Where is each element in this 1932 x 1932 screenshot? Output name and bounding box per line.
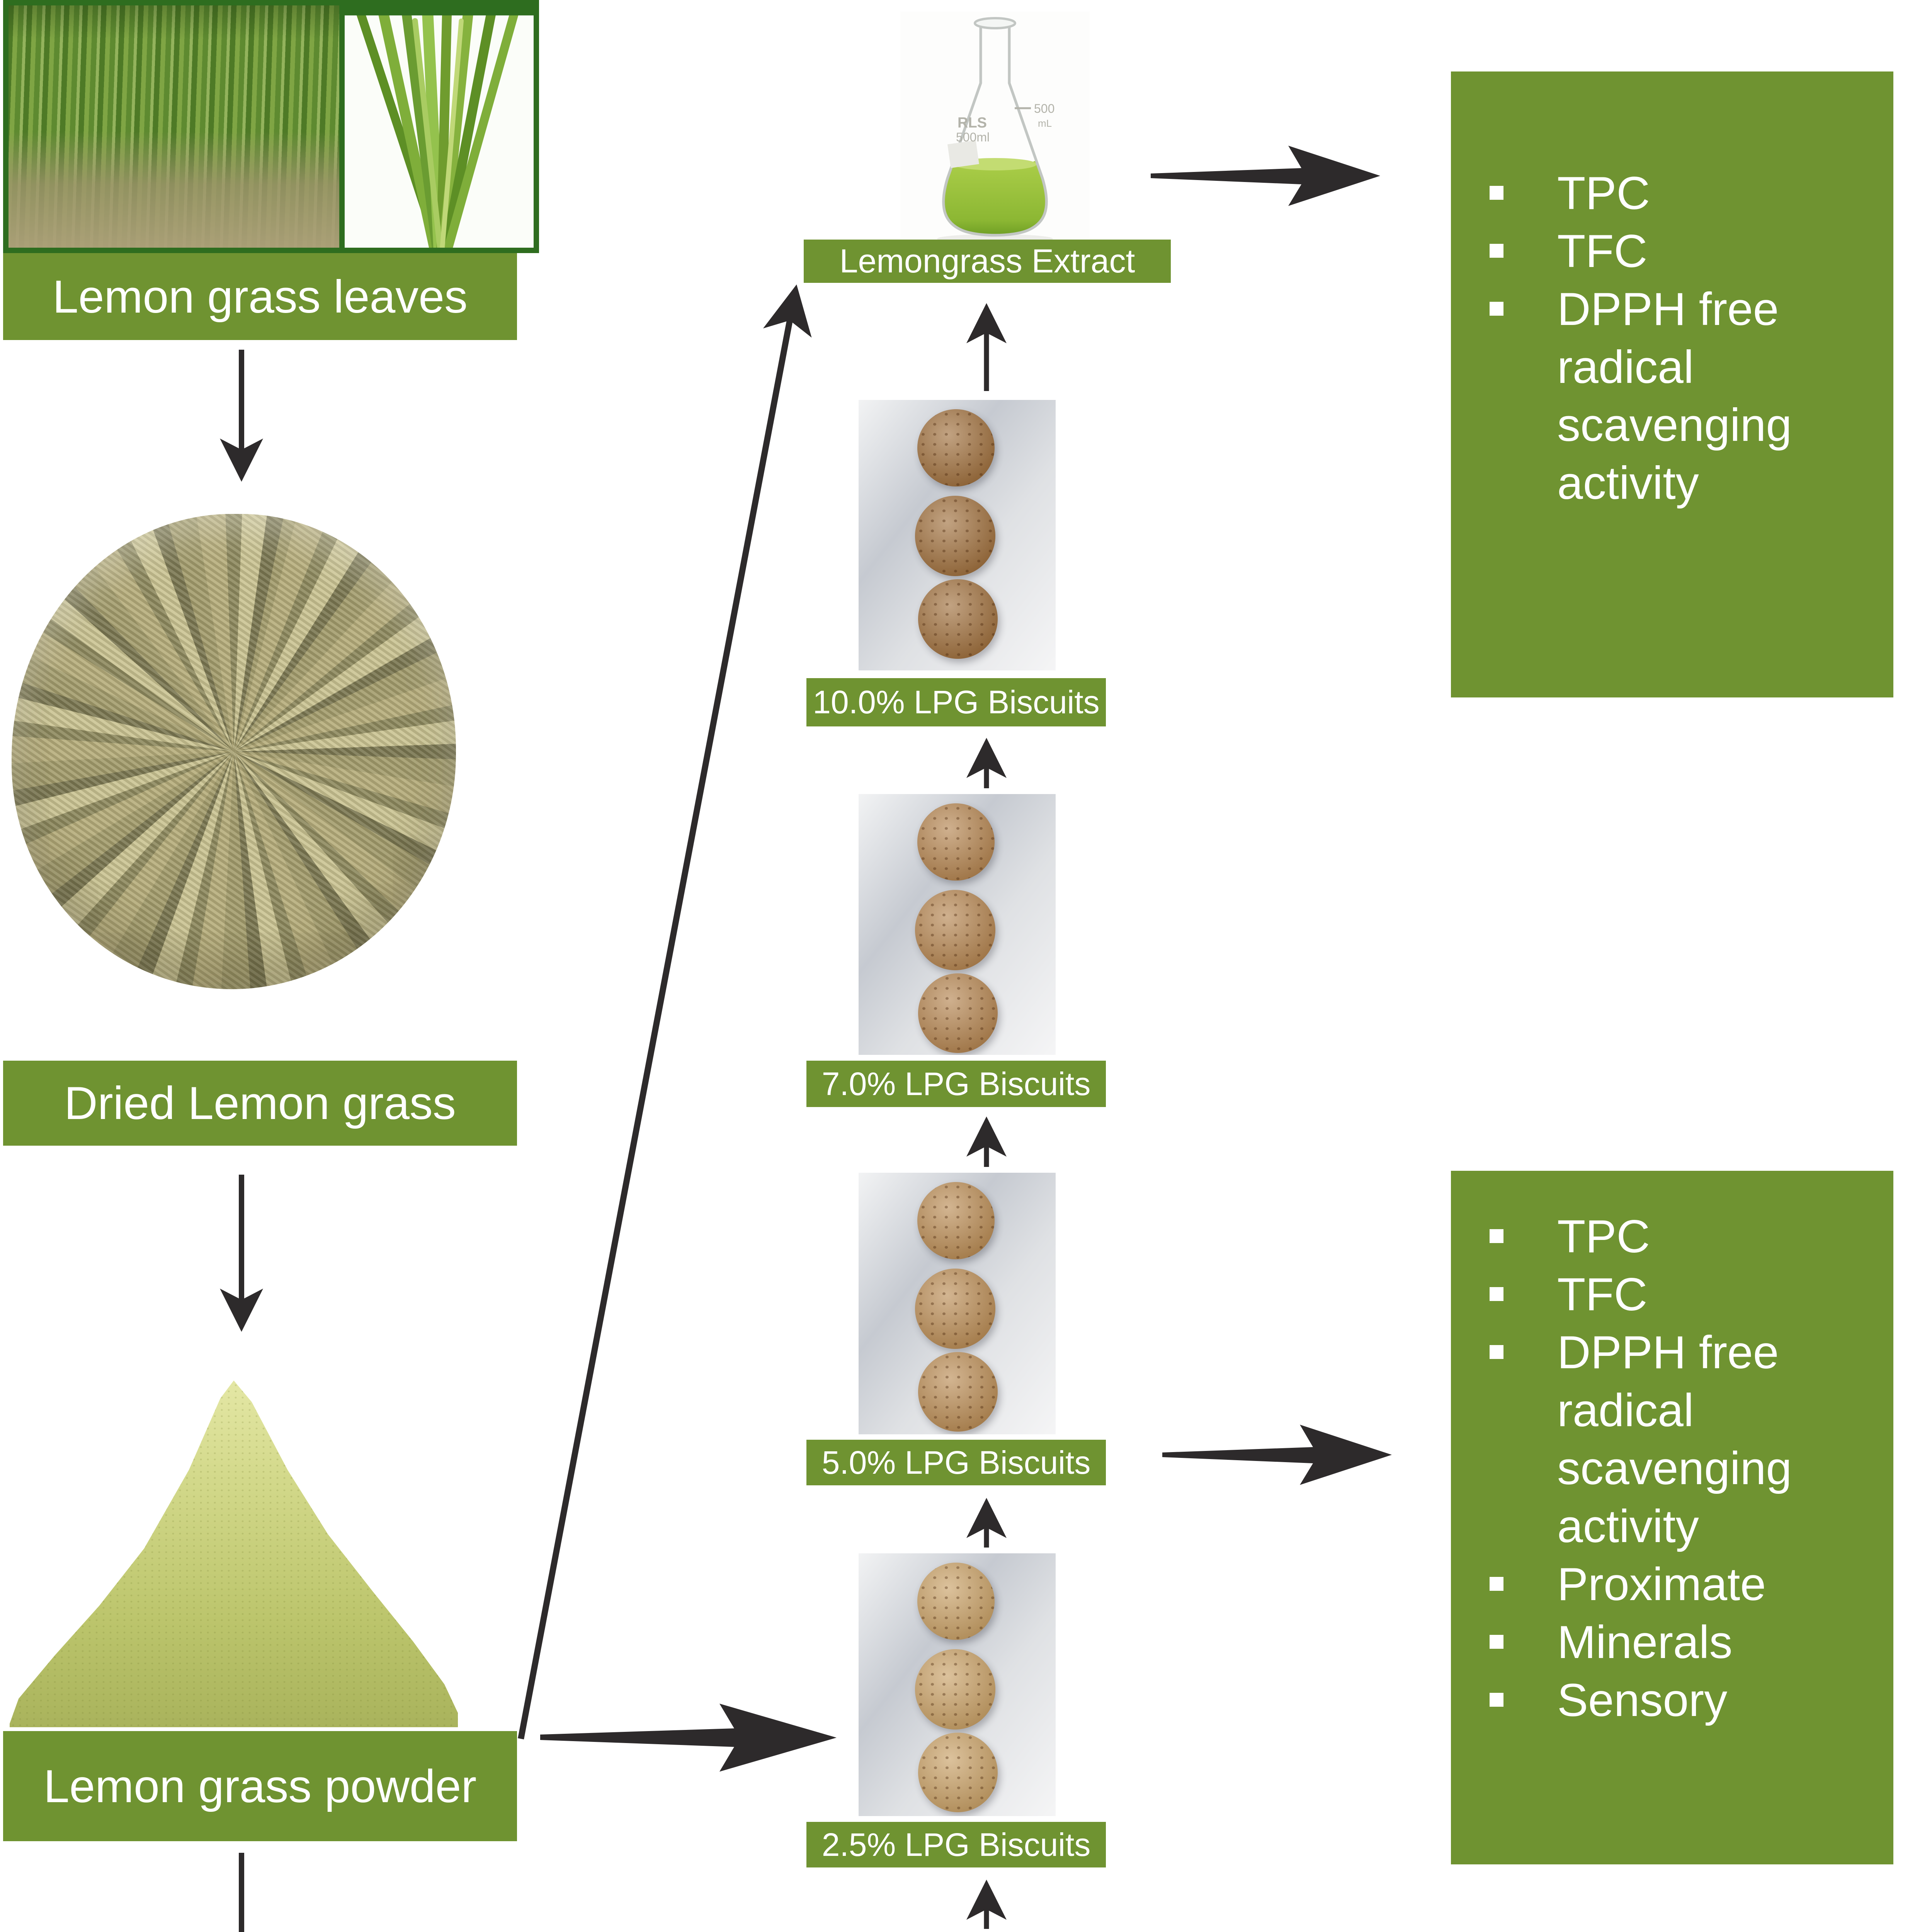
analysis-item: TPC [1474, 164, 1828, 222]
label-lemongrass-extract-text: Lemongrass Extract [839, 242, 1135, 280]
flask-brand: RLS [957, 115, 987, 131]
biscuit [915, 1269, 995, 1349]
analysis-item: TFC [1474, 222, 1828, 280]
arrow-powder-to-extract [518, 284, 812, 1740]
label-biscuits-7pct-text: 7.0% LPG Biscuits [821, 1065, 1091, 1102]
label-biscuits-5pct-text: 5.0% LPG Biscuits [821, 1444, 1091, 1481]
photo-lemongrass-leaves-closeup [344, 5, 534, 248]
extract-analysis-list: TPC TFC DPPH free radical scavenging act… [1451, 164, 1893, 512]
label-lemon-grass-leaves: Lemon grass leaves [3, 253, 517, 340]
analysis-item: DPPH free radical scavenging activity [1474, 280, 1828, 512]
analysis-item: DPPH free radical scavenging activity [1474, 1323, 1828, 1555]
label-dried-lemon-grass: Dried Lemon grass [3, 1061, 517, 1146]
biscuit [915, 1649, 995, 1730]
biscuit-analysis-list: TPC TFC DPPH free radical scavenging act… [1451, 1208, 1893, 1729]
analysis-item: TPC [1474, 1208, 1828, 1265]
photo-flask: 500 mL RLS 500ml [900, 12, 1090, 243]
biscuit [917, 1563, 995, 1640]
photo-lemongrass-leaves-pair [3, 0, 539, 253]
label-dried-lemon-grass-text: Dried Lemon grass [64, 1077, 456, 1129]
photo-biscuits-2_5pct [859, 1553, 1056, 1816]
arrow-extract-to-analysis [1151, 146, 1380, 206]
label-biscuits-10pct-text: 10.0% LPG Biscuits [813, 684, 1100, 720]
extract-analysis-box: TPC TFC DPPH free radical scavenging act… [1451, 71, 1893, 697]
erlenmeyer-flask-illustration: 500 mL RLS 500ml [937, 17, 1054, 243]
flask-capacity: 500ml [956, 130, 990, 144]
label-lemongrass-extract: Lemongrass Extract [804, 240, 1171, 283]
label-lemon-grass-powder-text: Lemon grass powder [43, 1760, 477, 1812]
analysis-item: Minerals [1474, 1613, 1828, 1671]
arrow-powder-to-biscuits [540, 1704, 837, 1772]
photo-dried-lemongrass [12, 514, 456, 989]
flask-graduation-value: 500 [1034, 102, 1054, 116]
label-biscuits-2_5pct-text: 2.5% LPG Biscuits [821, 1826, 1091, 1863]
biscuit [918, 1733, 998, 1812]
label-biscuits-10pct: 10.0% LPG Biscuits [806, 678, 1106, 726]
biscuit [917, 1182, 995, 1259]
biscuit [917, 409, 995, 486]
biscuit [917, 803, 995, 881]
biscuit-analysis-box: TPC TFC DPPH free radical scavenging act… [1451, 1171, 1893, 1864]
arrow-biscuits-to-analysis [1162, 1425, 1392, 1485]
biscuit [918, 973, 998, 1053]
label-lemon-grass-leaves-text: Lemon grass leaves [53, 270, 468, 323]
photo-lemongrass-field [9, 5, 339, 248]
biscuit [915, 890, 995, 970]
analysis-item: Sensory [1474, 1671, 1828, 1729]
photo-biscuits-5pct [859, 1173, 1056, 1434]
photo-biscuits-7pct [859, 794, 1056, 1055]
label-biscuits-7pct: 7.0% LPG Biscuits [806, 1061, 1106, 1107]
biscuit [918, 1352, 998, 1432]
photo-biscuits-10pct [859, 400, 1056, 670]
leaves-illustration [344, 5, 534, 248]
biscuit [918, 579, 998, 659]
analysis-item: TFC [1474, 1265, 1828, 1323]
biscuit [915, 496, 995, 576]
label-biscuits-2_5pct: 2.5% LPG Biscuits [806, 1822, 1106, 1867]
flask-graduation-unit: mL [1038, 117, 1052, 129]
analysis-item: Proximate [1474, 1555, 1828, 1613]
label-biscuits-5pct: 5.0% LPG Biscuits [806, 1440, 1106, 1485]
photo-lemongrass-powder [10, 1380, 458, 1727]
label-lemon-grass-powder: Lemon grass powder [3, 1731, 517, 1841]
